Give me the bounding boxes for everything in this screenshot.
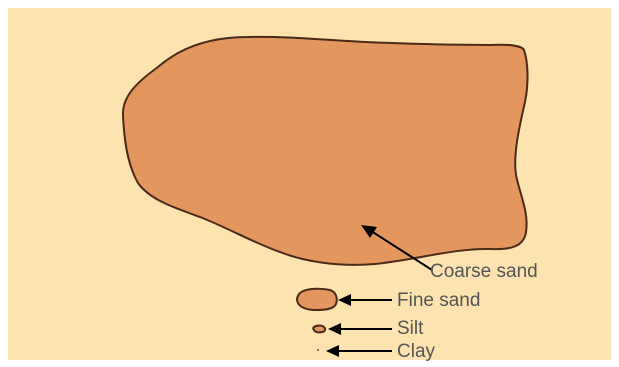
fine-sand-grain xyxy=(297,289,337,310)
clay-grain xyxy=(317,349,319,351)
silt-label: Silt xyxy=(397,318,424,339)
silt-grain xyxy=(313,326,325,333)
coarse-sand-label: Coarse sand xyxy=(430,261,538,282)
fine-sand-label: Fine sand xyxy=(397,290,480,311)
clay-label: Clay xyxy=(397,341,436,362)
